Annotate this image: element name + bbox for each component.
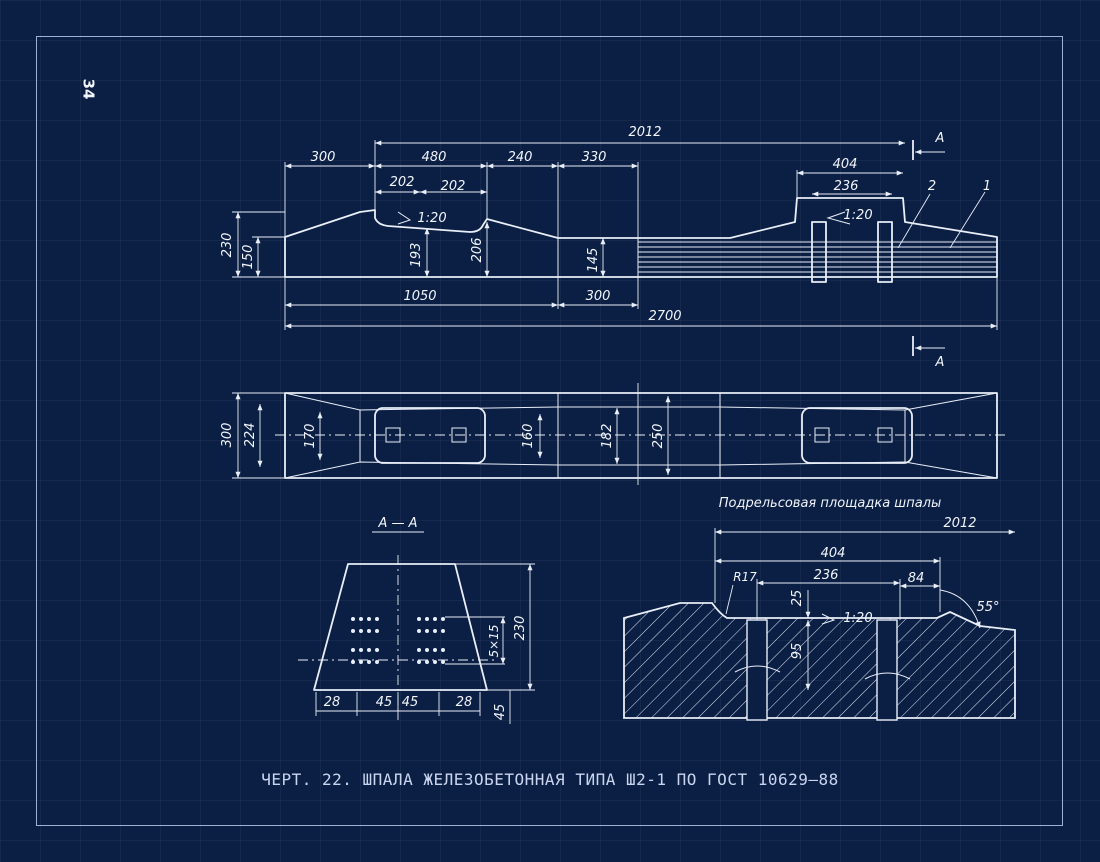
dim-404: 404 bbox=[833, 157, 858, 172]
dim-h150: 150 bbox=[241, 245, 256, 270]
elevation-outline bbox=[284, 197, 998, 278]
slope-left: 1:20 bbox=[417, 211, 446, 226]
detail-dim-84: 84 bbox=[908, 571, 925, 586]
reinforcement-strands bbox=[638, 241, 997, 273]
section-outline bbox=[313, 563, 488, 691]
detail-dim-404: 404 bbox=[821, 546, 846, 561]
slope-right: 1:20 bbox=[843, 208, 872, 223]
detail-slope: 1:20 bbox=[843, 611, 872, 626]
detail-angle: 55° bbox=[976, 600, 999, 615]
dim-w224: 224 bbox=[243, 423, 258, 448]
detail-bolt-hole bbox=[876, 619, 898, 721]
section-a-a: А — А 28 45 45 28 230 5×1 bbox=[298, 516, 535, 724]
section-mark-bottom: A bbox=[935, 355, 945, 370]
sleeper-elevation: 2012 300 480 240 330 202 202 1:20 404 23… bbox=[220, 125, 998, 370]
drawing-caption: ЧЕРТ. 22. ШПАЛА ЖЕЛЕЗОБЕТОННАЯ ТИПА Ш2-1… bbox=[261, 770, 839, 789]
dim-202-b: 202 bbox=[441, 179, 466, 194]
detail-bolt-hole bbox=[746, 619, 768, 721]
rail-seat-left bbox=[374, 407, 486, 464]
dim-300-left: 300 bbox=[311, 150, 336, 165]
bolt-hole bbox=[877, 221, 893, 283]
sleeper-plan: 300 224 170 160 182 250 bbox=[220, 383, 1005, 485]
dim-240: 240 bbox=[508, 150, 533, 165]
dim-h45: 45 bbox=[493, 704, 508, 721]
dim-w182: 182 bbox=[600, 424, 615, 449]
dim-w300: 300 bbox=[220, 423, 235, 448]
dim-2700: 2700 bbox=[648, 309, 681, 324]
dim-b45-right: 45 bbox=[402, 695, 419, 710]
detail-dim-236: 236 bbox=[814, 568, 839, 583]
rail-seat-right bbox=[801, 407, 913, 464]
dim-h230: 230 bbox=[220, 233, 235, 258]
strand-dots bbox=[351, 617, 445, 664]
dim-h206: 206 bbox=[470, 238, 485, 263]
dim-h193: 193 bbox=[409, 243, 424, 268]
dim-strands: 5×15 bbox=[487, 625, 501, 658]
plan-outline bbox=[284, 392, 998, 479]
dim-h145: 145 bbox=[586, 248, 601, 273]
dim-300-mid: 300 bbox=[586, 289, 611, 304]
dim-2012: 2012 bbox=[628, 125, 661, 140]
dim-w250: 250 bbox=[651, 424, 666, 449]
section-mark-top: A bbox=[935, 131, 945, 146]
detail-dim-95: 95 bbox=[790, 643, 805, 660]
rail-seat-title: Подрельсовая площадка шпалы bbox=[719, 496, 941, 511]
callout-1: 1 bbox=[983, 179, 991, 194]
dim-330: 330 bbox=[582, 150, 607, 165]
detail-dim-25: 25 bbox=[790, 590, 805, 607]
dim-h230-section: 230 bbox=[513, 616, 528, 641]
rail-seat-detail: Подрельсовая площадка шпалы 2012 404 R17… bbox=[623, 496, 1016, 721]
dim-b45-left: 45 bbox=[376, 695, 393, 710]
detail-dim-2012: 2012 bbox=[943, 516, 976, 531]
detail-r17: R17 bbox=[733, 570, 757, 584]
dim-b28-left: 28 bbox=[324, 695, 341, 710]
callout-2: 2 bbox=[928, 179, 936, 194]
drawing-frame bbox=[36, 36, 1063, 826]
dim-202-a: 202 bbox=[390, 175, 415, 190]
dim-1050: 1050 bbox=[403, 289, 436, 304]
section-title: А — А bbox=[377, 516, 417, 531]
dim-w170: 170 bbox=[303, 424, 318, 449]
dim-236: 236 bbox=[834, 179, 859, 194]
bolt-hole bbox=[811, 221, 827, 283]
dim-480: 480 bbox=[422, 150, 447, 165]
dim-b28-right: 28 bbox=[456, 695, 473, 710]
rail-seat-hatched-body bbox=[623, 602, 1016, 719]
dim-w160: 160 bbox=[521, 424, 536, 449]
